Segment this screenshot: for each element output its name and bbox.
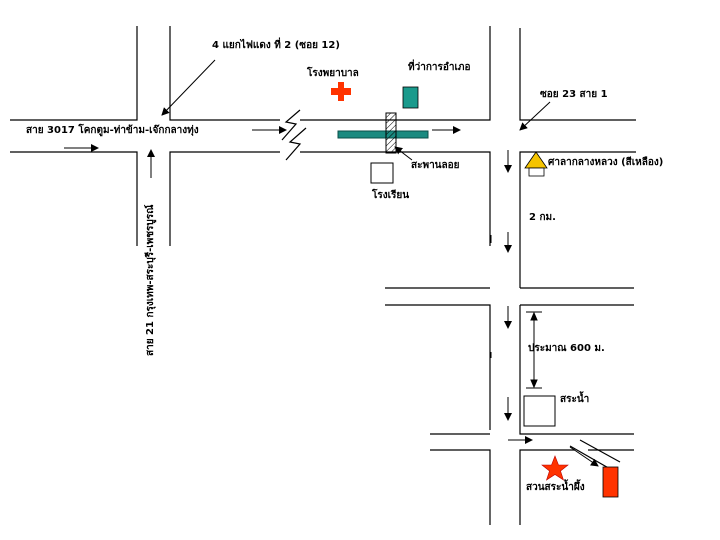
- destination-label: สวนสระน้ำผึ้ง: [526, 482, 585, 493]
- road-edges: [10, 26, 636, 525]
- teal-building-icon: [402, 86, 419, 109]
- school-label: โรงเรียน: [372, 190, 410, 201]
- junction-4-label: 4 แยกไฟแดง ที่ 2 (ซอย 12): [212, 40, 340, 51]
- soi-23-label: ซอย 23 สาย 1: [540, 89, 608, 100]
- pool-box-icon: [523, 395, 556, 427]
- destination-building-icon: [602, 466, 619, 498]
- district-office-label: ที่ว่าการอำเภอ: [408, 62, 471, 73]
- bridge-label: สะพานลอย: [411, 160, 460, 171]
- teal-road-bar: [337, 130, 429, 139]
- red-star-icon: [541, 455, 569, 481]
- route-21-label: สาย 21 กรุงเทพ-สระบุรี-เพชรบูรณ์: [145, 204, 156, 356]
- red-cross-icon: [331, 82, 351, 101]
- pool-label: สระน้ำ: [560, 394, 590, 405]
- hospital-label: โรงพยาบาล: [307, 68, 359, 79]
- school-box-icon: [370, 162, 394, 184]
- shrine-label: ศาลากลางหลวง (สีเหลือง): [548, 157, 664, 168]
- distance-600m-marker: [526, 311, 542, 389]
- route-3017-label: สาย 3017 โคกตูม-ท่าข้าม-เจ๊กกลางทุ่ง: [26, 125, 199, 136]
- distance-600m-label: ประมาณ 600 ม.: [528, 343, 605, 354]
- yellow-shrine-icon: [524, 151, 548, 177]
- direction-arrows: [64, 59, 599, 467]
- bridge-icon: [385, 112, 397, 154]
- distance-2km-label: 2 กม.: [529, 212, 556, 223]
